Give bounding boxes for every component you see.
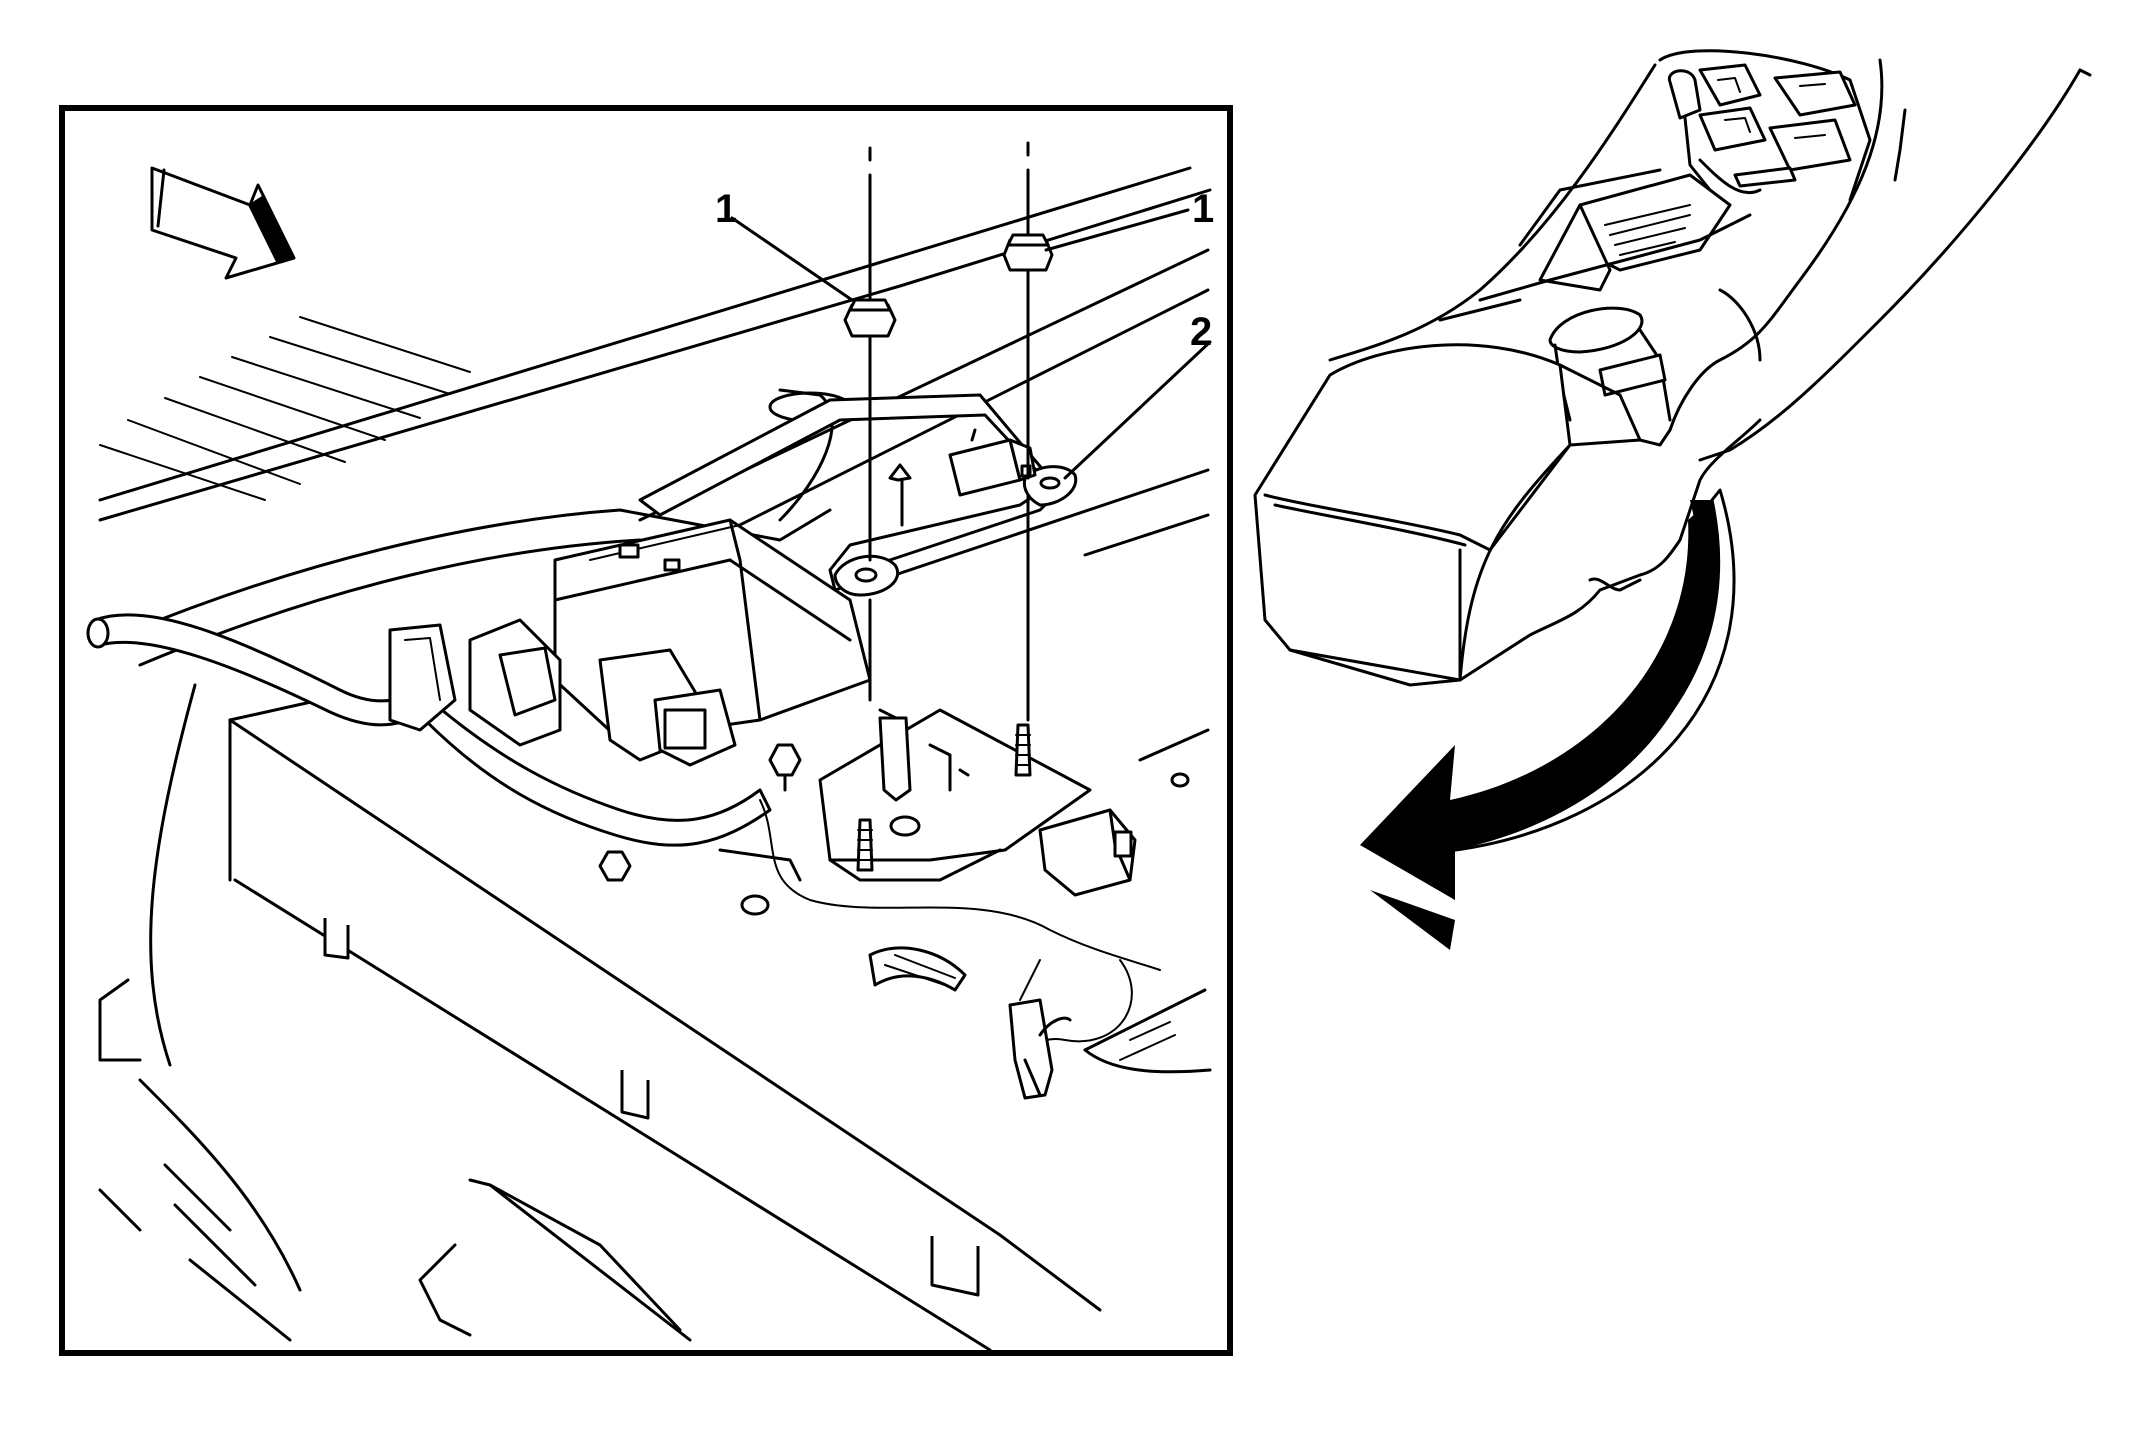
- callout-label-2: 2: [1190, 310, 1212, 354]
- stud-nut-front: [598, 743, 802, 882]
- detail-linework: [86, 141, 1212, 1352]
- leader-line-1a: [730, 216, 854, 302]
- stud-left-icon: [856, 818, 874, 872]
- nut-right-icon: [1002, 141, 1054, 722]
- callout-label-1b: 1: [1192, 187, 1214, 231]
- console-edge-mid: [1668, 58, 1884, 432]
- wiring-harness: [86, 613, 1161, 1071]
- detail-view: 1 1 2: [59, 105, 1233, 1356]
- side-connector: [1038, 808, 1137, 897]
- nut-left-icon: [843, 146, 897, 702]
- stud-right-icon: [1014, 723, 1032, 777]
- locator-view: [1253, 49, 2092, 950]
- direction-arrow-icon: [150, 166, 296, 280]
- leader-line-1b: [1044, 208, 1190, 252]
- callout-label-1a: 1: [715, 187, 737, 231]
- console-edge-left: [1328, 63, 1657, 362]
- carpet-ribs: [99, 316, 471, 501]
- sensor-bracket: [638, 393, 1078, 597]
- mounting-bracket: [818, 708, 1092, 882]
- leader-line-2: [1063, 340, 1212, 480]
- lower-connector: [1008, 959, 1054, 1100]
- armrest-lid: [1253, 343, 1762, 687]
- shifter: [1518, 69, 1762, 292]
- console-edge-right: [1698, 68, 2082, 462]
- sensing-module: [388, 518, 872, 767]
- removal-direction-arrow-icon: [1360, 488, 1736, 950]
- switch-panel: [1658, 49, 1872, 202]
- floor-hole: [740, 894, 770, 916]
